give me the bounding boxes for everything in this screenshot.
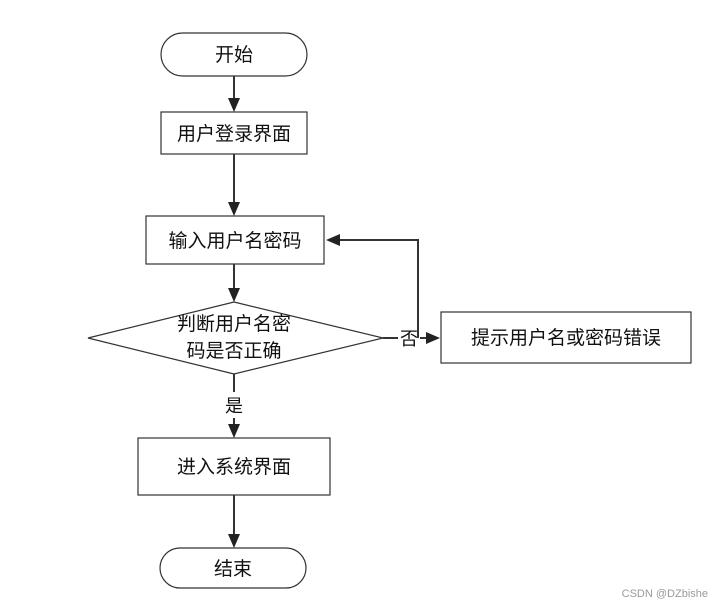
check-label-line2: 码是否正确 — [186, 340, 281, 362]
edge-system-to-end — [228, 495, 240, 548]
input-credentials-label: 输入用户名密码 — [168, 230, 301, 252]
enter-system-label: 进入系统界面 — [177, 456, 291, 478]
input-credentials-node: 输入用户名密码 — [145, 215, 325, 265]
login-page-node: 用户登录界面 — [160, 111, 308, 155]
error-prompt-node: 提示用户名或密码错误 — [440, 311, 692, 364]
edge-loop-back-to-input — [326, 234, 419, 338]
yes-label: 是 — [225, 396, 243, 417]
edge-login-to-input — [228, 154, 240, 216]
edge-check-to-system: 是 — [225, 374, 243, 438]
login-page-label: 用户登录界面 — [177, 123, 291, 145]
check-decision-node: 判断用户名密 码是否正确 — [87, 301, 384, 375]
start-label: 开始 — [215, 44, 253, 66]
enter-system-node: 进入系统界面 — [137, 437, 331, 496]
check-label-line1: 判断用户名密 — [177, 313, 291, 335]
error-prompt-label: 提示用户名或密码错误 — [471, 327, 661, 349]
watermark: CSDN @DZbishe — [622, 588, 708, 600]
no-label: 否 — [400, 329, 418, 350]
edge-check-to-error: 否 — [383, 329, 440, 350]
end-node: 结束 — [159, 547, 307, 589]
start-node: 开始 — [160, 32, 308, 77]
end-label: 结束 — [214, 558, 252, 580]
edge-input-to-check — [228, 264, 240, 302]
edge-start-to-login — [228, 76, 240, 112]
